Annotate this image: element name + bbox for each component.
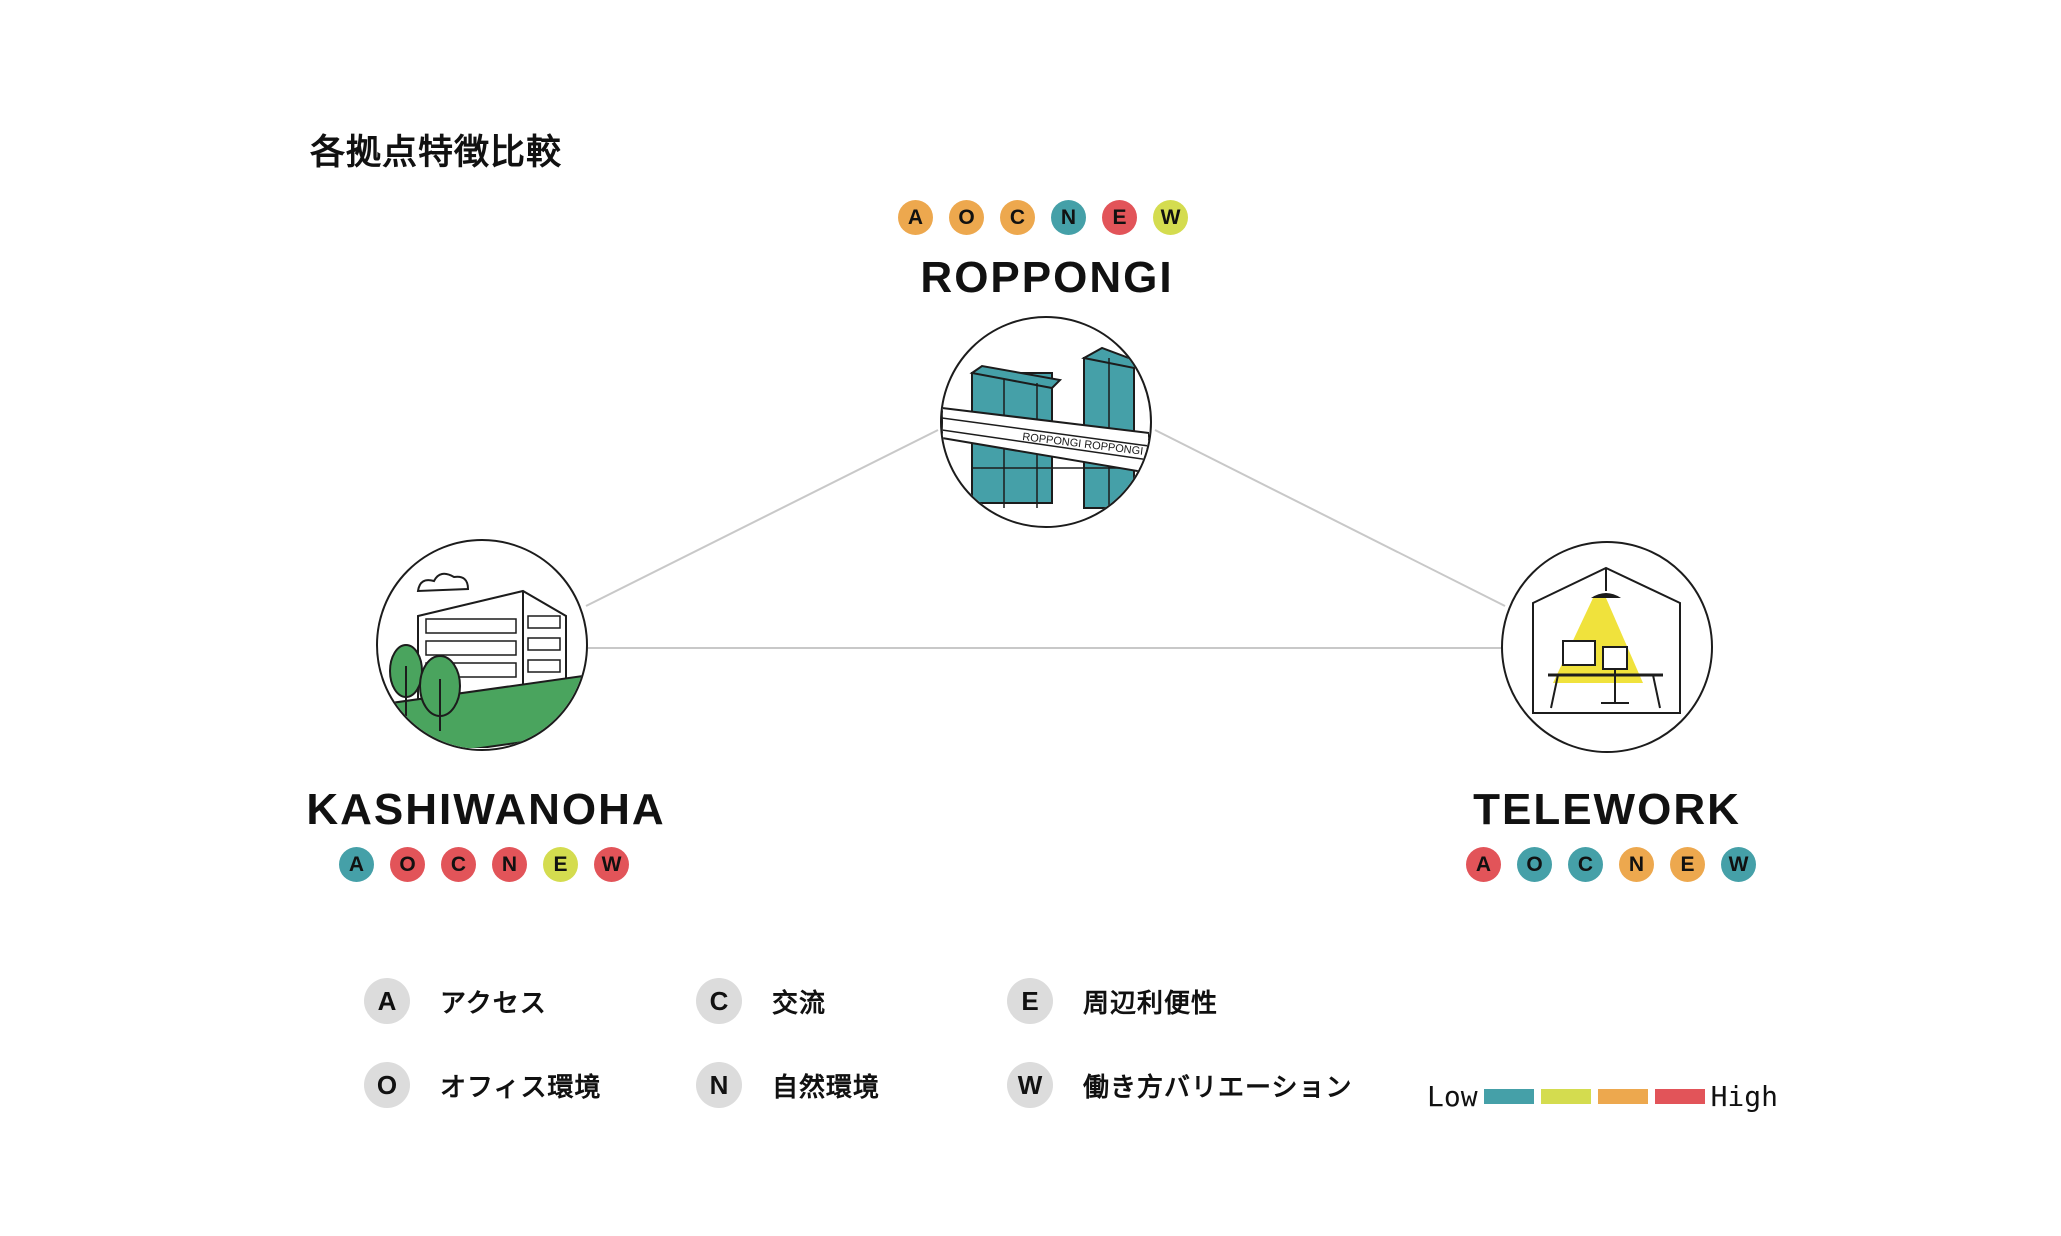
legend-office-badge: O	[364, 1062, 410, 1108]
scale-segment-2	[1540, 1089, 1591, 1104]
legend-access-badge: A	[364, 978, 410, 1024]
legend-workstyle-label: 働き方バリエーション	[1083, 1072, 1353, 1103]
kashiwanoha-rating-w: W	[594, 847, 629, 882]
rating-scale: Low High	[1427, 1080, 1778, 1113]
telework-label: TELEWORK	[1473, 785, 1741, 834]
kashiwanoha-building-icon	[376, 539, 588, 751]
roppongi-label: ROPPONGI	[920, 253, 1174, 302]
legend-office: O オフィス環境	[364, 1062, 601, 1108]
legend-environment-badge: E	[1007, 978, 1053, 1024]
kashiwanoha-rating-a: A	[339, 847, 374, 882]
roppongi-rating-o: O	[949, 200, 984, 235]
roppongi-rating-a: A	[898, 200, 933, 235]
legend-communication-badge: C	[696, 978, 742, 1024]
scale-segment-3	[1597, 1089, 1648, 1104]
legend-nature-label: 自然環境	[772, 1072, 881, 1103]
kashiwanoha-rating-e: E	[543, 847, 578, 882]
telework-rating-a: A	[1466, 847, 1501, 882]
roppongi-building-icon: ROPPONGI ROPPONGI	[940, 316, 1152, 528]
legend-workstyle: W 働き方バリエーション	[1007, 1062, 1352, 1108]
telework-room-icon	[1501, 541, 1713, 753]
kashiwanoha-label: KASHIWANOHA	[306, 785, 666, 834]
legend-nature: N 自然環境	[696, 1062, 880, 1108]
telework-rating-o: O	[1517, 847, 1552, 882]
telework-rating-w: W	[1721, 847, 1756, 882]
telework-rating-n: N	[1619, 847, 1654, 882]
line-roppongi-telework	[1154, 429, 1506, 607]
scale-low-label: Low	[1427, 1080, 1478, 1113]
legend-access-label: アクセス	[440, 988, 547, 1019]
line-roppongi-kashiwanoha	[585, 429, 939, 607]
legend-access: A アクセス	[364, 978, 547, 1024]
scale-segment-1	[1483, 1089, 1534, 1104]
kashiwanoha-rating-c: C	[441, 847, 476, 882]
page-title: 各拠点特徴比較	[310, 133, 563, 173]
legend-office-label: オフィス環境	[440, 1072, 602, 1103]
kashiwanoha-rating-o: O	[390, 847, 425, 882]
roppongi-rating-c: C	[1000, 200, 1035, 235]
legend-nature-badge: N	[696, 1062, 742, 1108]
roppongi-rating-w: W	[1153, 200, 1188, 235]
legend-environment-label: 周辺利便性	[1083, 988, 1219, 1019]
roppongi-rating-n: N	[1051, 200, 1086, 235]
legend-workstyle-badge: W	[1007, 1062, 1053, 1108]
legend-communication: C 交流	[696, 978, 826, 1024]
scale-high-label: High	[1710, 1080, 1779, 1113]
scale-bar	[1483, 1089, 1705, 1104]
telework-rating-c: C	[1568, 847, 1603, 882]
roppongi-rating-e: E	[1102, 200, 1137, 235]
kashiwanoha-rating-n: N	[492, 847, 527, 882]
telework-rating-e: E	[1670, 847, 1705, 882]
scale-segment-4	[1654, 1089, 1705, 1104]
legend-communication-label: 交流	[772, 988, 827, 1019]
legend-environment: E 周辺利便性	[1007, 978, 1218, 1024]
